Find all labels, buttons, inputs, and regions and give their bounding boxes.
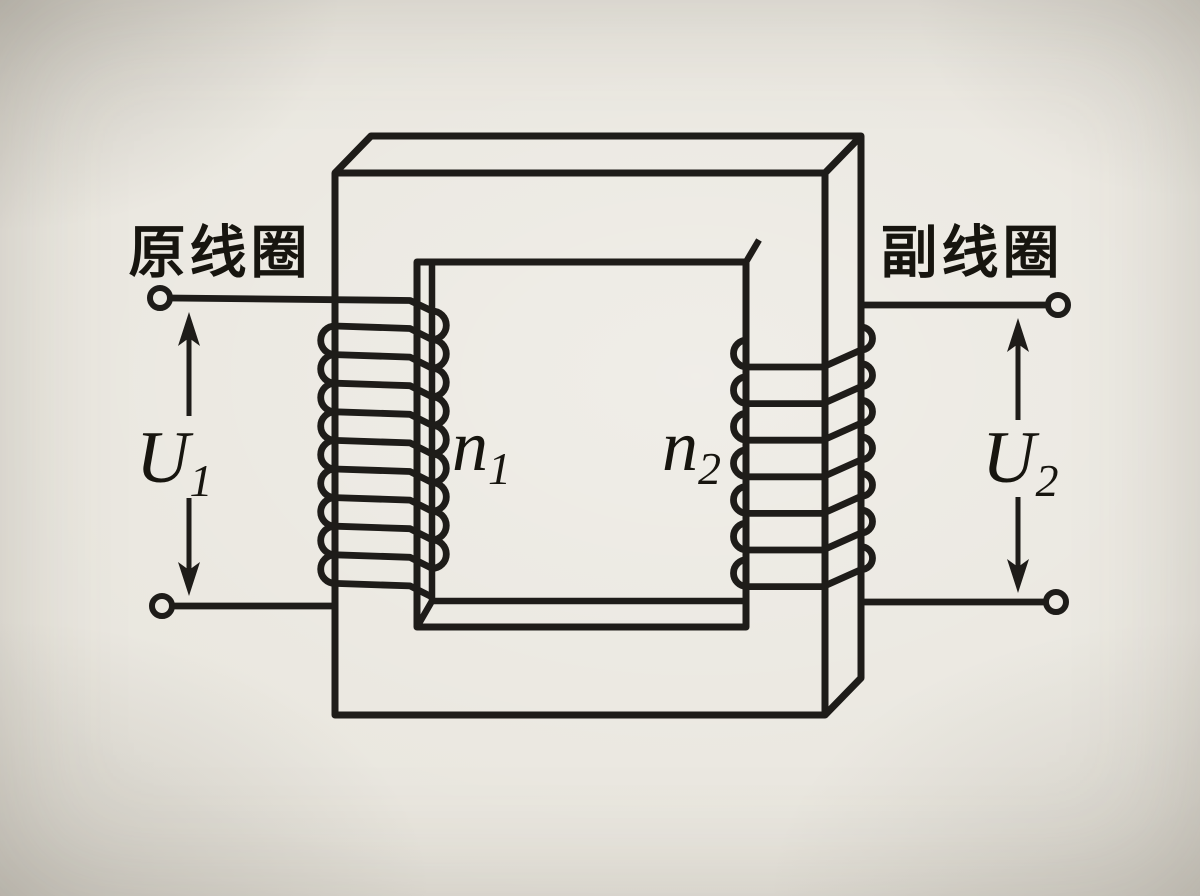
secondary-circuit	[1007, 292, 1071, 615]
n1-label: n1	[452, 406, 511, 494]
n1-subscript: 1	[488, 443, 511, 494]
secondary-terminal-top	[1045, 292, 1071, 318]
primary-coil-winding	[169, 294, 450, 610]
n2-label: n2	[662, 406, 721, 494]
u1-arrowhead-down	[178, 562, 200, 596]
n1-base: n	[452, 406, 488, 486]
u2-arrowhead-up	[1007, 318, 1029, 352]
n2-base: n	[662, 406, 698, 486]
u2-base: U	[982, 417, 1040, 499]
u1-base: U	[136, 417, 194, 499]
u2-label: U2	[982, 417, 1058, 506]
coils	[169, 294, 1048, 610]
secondary-terminal-bottom	[1043, 589, 1069, 615]
primary-terminal-bottom	[149, 593, 175, 619]
u2-arrowhead-down	[1007, 559, 1029, 593]
u1-subscript: 1	[189, 455, 212, 506]
core-depth-edges	[332, 132, 865, 718]
secondary-coil-label: 副线圈	[881, 222, 1064, 285]
iron-core	[331, 132, 865, 719]
window-depth-edges	[414, 238, 762, 629]
primary-circuit	[147, 285, 200, 619]
labels: 原线圈 副线圈 U1 U2 n1 n2	[129, 222, 1064, 506]
u2-subscript: 2	[1035, 455, 1058, 506]
u1-label: U1	[136, 417, 212, 506]
n2-subscript: 2	[698, 443, 721, 494]
primary-terminal-top	[147, 285, 173, 311]
u1-arrowhead-up	[178, 312, 200, 346]
primary-coil-label: 原线圈	[129, 222, 312, 285]
secondary-coil-winding	[730, 301, 1048, 606]
